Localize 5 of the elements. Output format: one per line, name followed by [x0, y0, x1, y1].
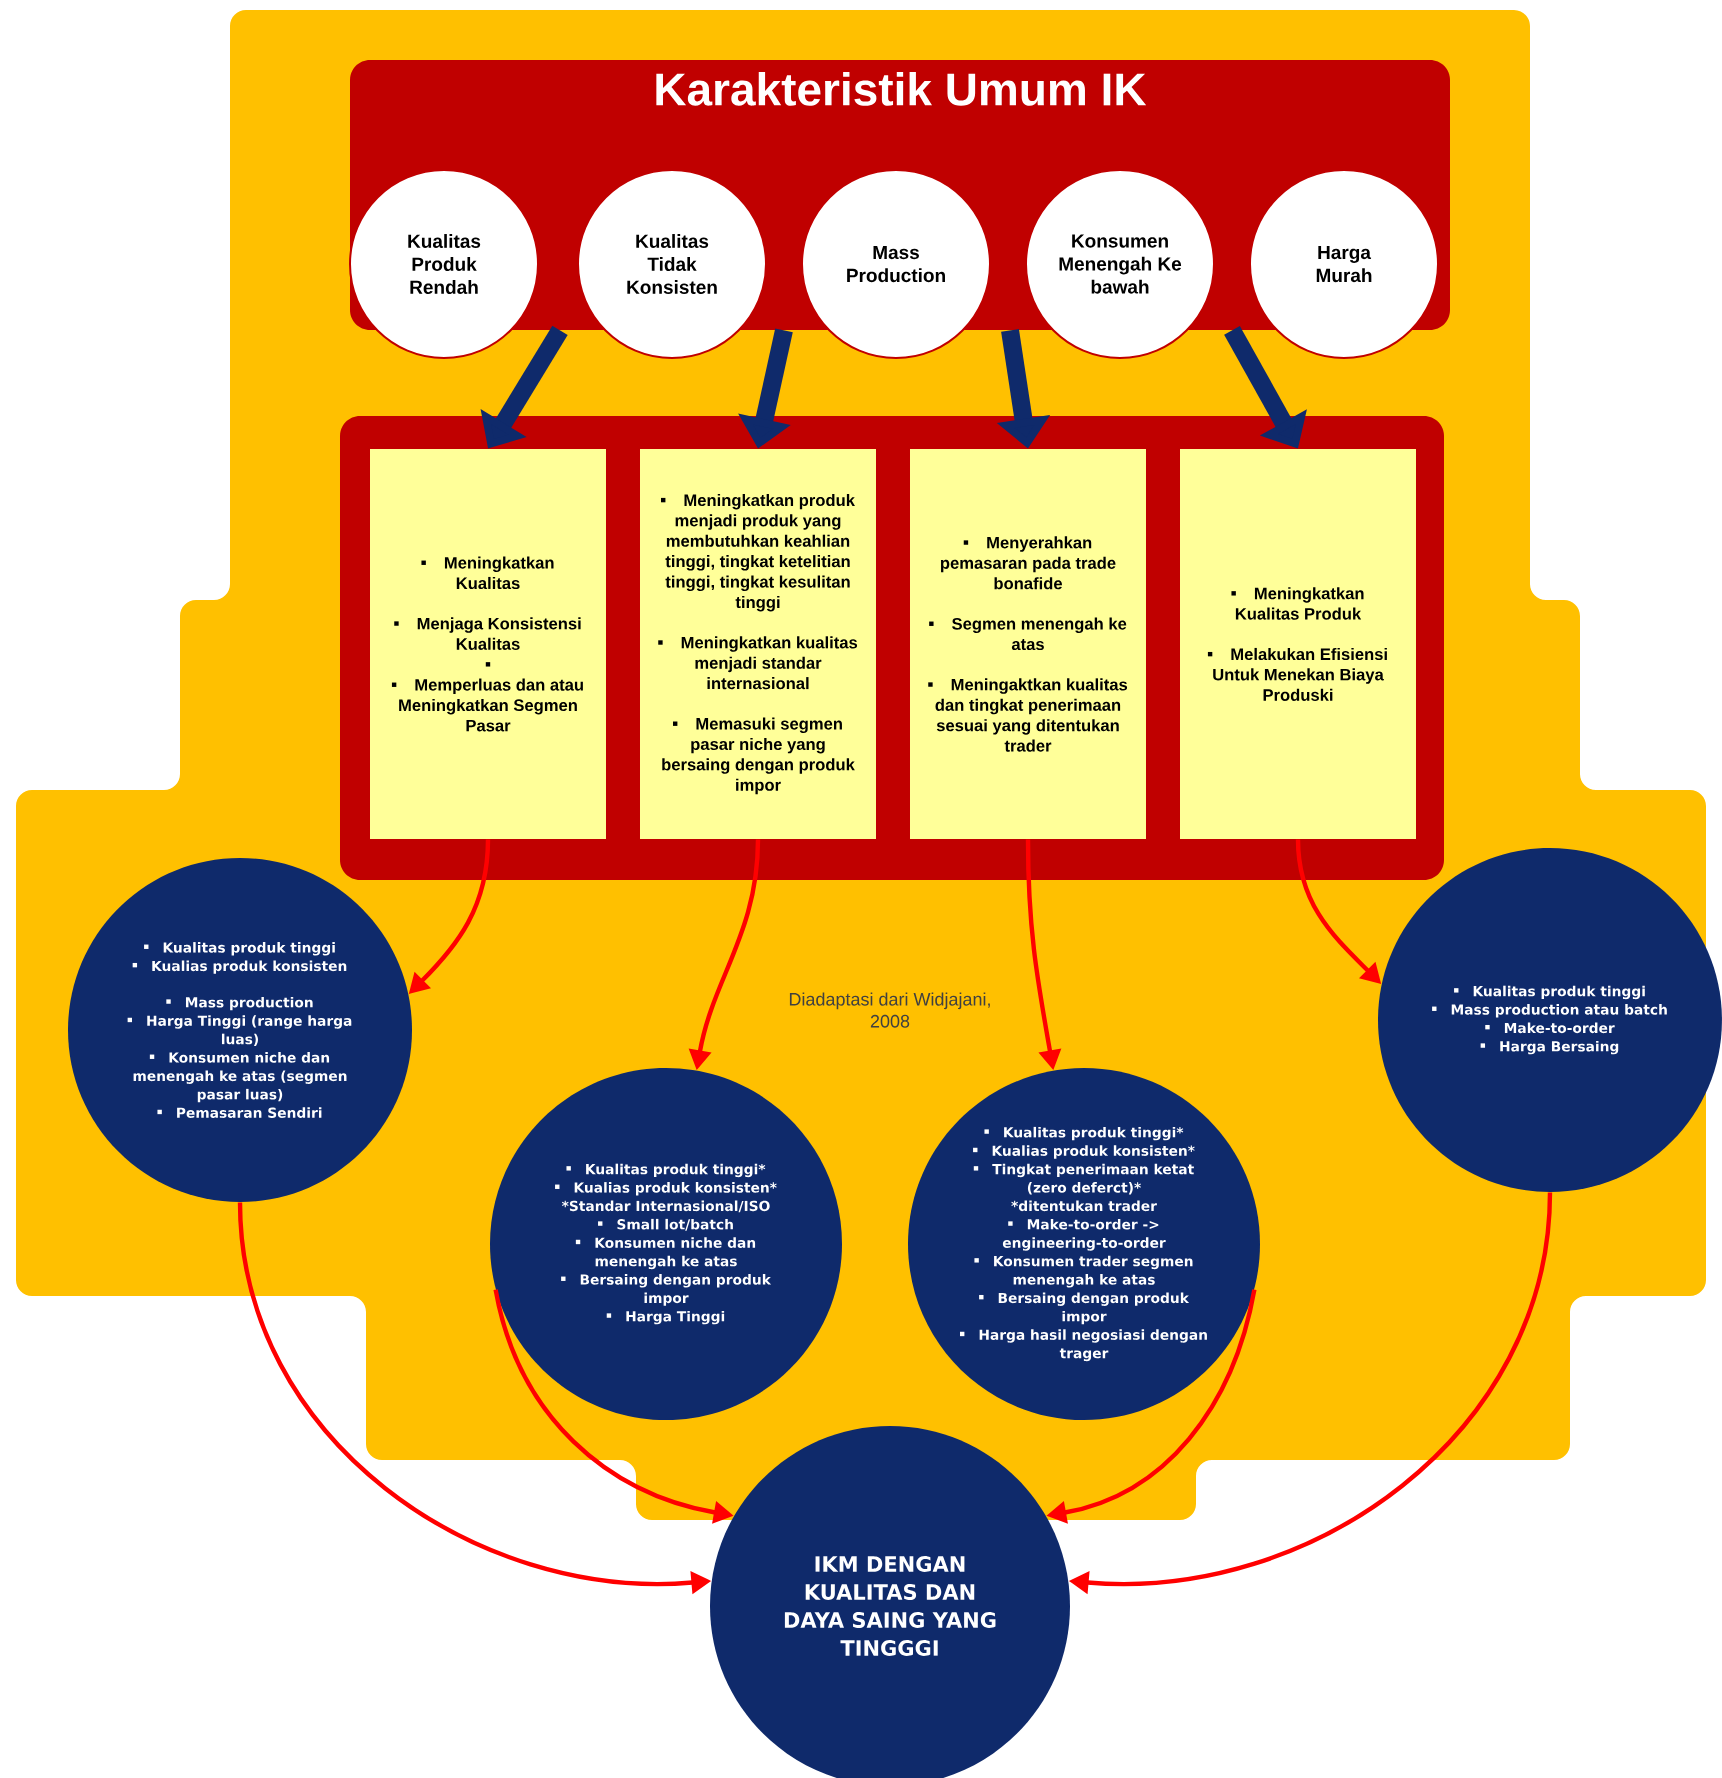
strategy-column: Meningkatkan Kualitas Menjaga Konsistensi Kualitas Memperluas dan atau Meningkatkan Segmen Pasar: [370, 449, 606, 839]
strategy-column: Meningkatkan produk menjadi produk yang membutuhkan keahlian tinggi, tingkat ketelitian tinggi, tingkat kesulitan tinggi Meningkatkan kualitas menjadi standar internasional Memasuki segmen pasar niche yang bersaing dengan produk impor: [640, 449, 876, 839]
strategy-column: Menyerahkan pemasaran pada trade bonafide Segmen menengah ke atas Meningaktkan kualitas dan tingkat penerimaan sesuai yang ditentukan trader: [910, 449, 1146, 839]
source-note: Diadaptasi dari Widjajani, 2008: [789, 992, 990, 1028]
strategy-column: Meningkatkan Kualitas Produk Melakukan Efisiensi Untuk Menekan Biaya Produski: [1180, 449, 1416, 839]
